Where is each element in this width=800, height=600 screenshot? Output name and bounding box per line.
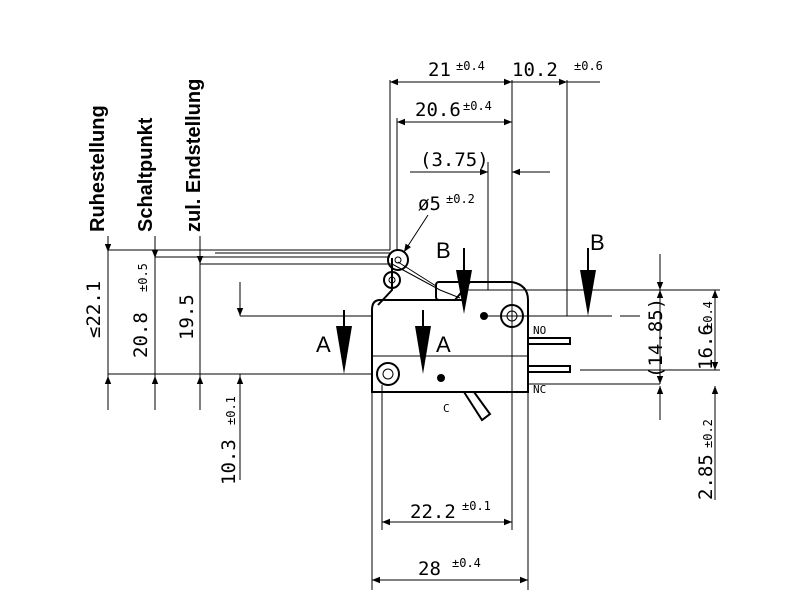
marker-a-left: A [316, 332, 331, 357]
dim-2-85-tol: ±0.2 [701, 419, 715, 448]
dim-10-2: 10.2 [512, 59, 558, 81]
dim-14-85: (14.85) [645, 298, 667, 378]
dim-16-6-tol: ±0.4 [701, 301, 715, 330]
terminal-nc: NC [533, 383, 546, 396]
marker-b-left: B [436, 238, 451, 263]
roller [387, 249, 409, 271]
marker-arrows [336, 248, 596, 374]
dim-20-8: 20.8 [130, 312, 152, 358]
marker-a-right: A [436, 332, 451, 357]
dim-28: 28 [418, 558, 441, 580]
dim-21: 21 [428, 59, 451, 81]
terminal-c: C [443, 402, 450, 415]
dim-19-5: 19.5 [176, 294, 198, 340]
dim-5-tol: ±0.2 [446, 192, 475, 206]
dim-20-6-tol: ±0.4 [463, 99, 492, 113]
leader-5 [403, 214, 429, 253]
dim-16-6: 16.6 [695, 324, 717, 370]
dim-20-6: 20.6 [415, 99, 461, 121]
right-dimension-lines [600, 254, 720, 500]
marker-b-right: B [590, 230, 605, 255]
dim-10-3: 10.3 [218, 439, 240, 485]
dim-2-85: 2.85 [695, 454, 717, 500]
dim-22-2-tol: ±0.1 [462, 499, 491, 513]
dim-5: ø5 [418, 193, 441, 215]
top-dimension-lines [389, 78, 600, 395]
label-endstellung: zul. Endstellung [183, 79, 205, 232]
dim-28-tol: ±0.4 [452, 556, 481, 570]
label-ruhestellung: Ruhestellung [87, 105, 109, 232]
dim-3-75: (3.75) [420, 149, 489, 171]
dim-22-2: 22.2 [410, 501, 456, 523]
bottom-dimension-lines [372, 518, 528, 584]
label-schaltpunkt: Schaltpunkt [135, 117, 157, 232]
dim-10-3-tol: ±0.1 [224, 396, 238, 425]
centerlines [314, 289, 720, 590]
dim-10-2-tol: ±0.6 [574, 59, 603, 73]
terminal-no: NO [533, 324, 546, 337]
dim-21-tol: ±0.4 [456, 59, 485, 73]
dim-22-1: ≤22.1 [83, 281, 105, 338]
dim-20-8-tol: ±0.5 [136, 263, 150, 292]
left-dimension-lines [104, 252, 244, 480]
